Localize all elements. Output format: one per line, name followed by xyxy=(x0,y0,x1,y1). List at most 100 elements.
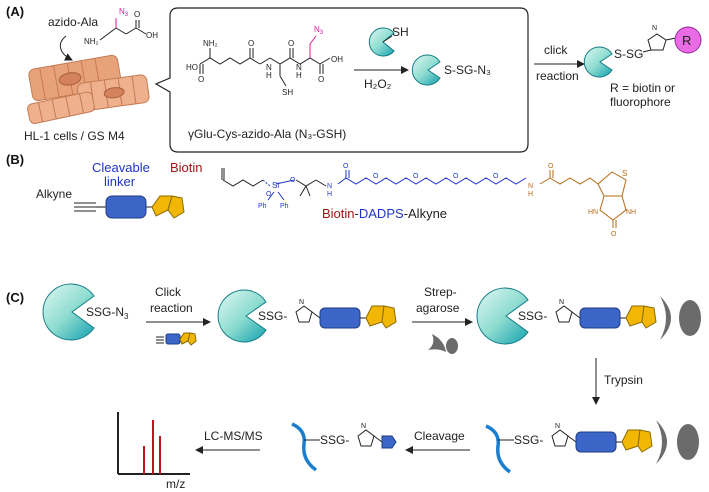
r-def-1: R = biotin or xyxy=(610,81,675,95)
ssg-label-4: SSG- xyxy=(514,433,543,447)
gsh-o1: O xyxy=(198,75,204,84)
peg-o4: O xyxy=(493,173,499,180)
triazole-n-4: N xyxy=(555,423,560,430)
strep-bead-3a xyxy=(660,296,671,340)
probe-schematic xyxy=(74,195,185,219)
probe-name: Biotin-DADPS-Alkyne xyxy=(322,206,447,221)
gsh-n3: N3 xyxy=(314,25,324,36)
panel-c-label: (C) xyxy=(6,290,24,305)
click-bottom-label: reaction xyxy=(536,69,579,83)
azido-ala-structure xyxy=(99,18,147,41)
strep-2: agarose xyxy=(416,301,460,315)
dadps-nh-n: N xyxy=(327,183,332,190)
biotin-4a xyxy=(621,429,641,451)
ssg-label-2: SSG- xyxy=(258,309,287,323)
peg-o-carbonyl: O xyxy=(343,163,349,170)
n3-gsh-structure xyxy=(199,35,331,87)
protein-ssg-n3-icon xyxy=(411,54,441,86)
triazole-n-2: N xyxy=(299,299,304,306)
gsh-h2: H xyxy=(296,71,302,80)
biotin-2b xyxy=(381,305,397,329)
strep-1: Strep- xyxy=(424,285,457,299)
biotin-nh-n: N xyxy=(528,183,533,190)
linker-remnant-icon xyxy=(381,435,397,449)
gsh-oh: OH xyxy=(331,55,343,64)
mini-probe-icon xyxy=(156,332,197,346)
azido-ala-n3: N3 xyxy=(119,7,129,18)
compound-callout-box xyxy=(154,7,529,153)
strep-bead-4a xyxy=(656,420,667,464)
triazole-2-icon xyxy=(295,305,321,323)
h2o2-label: H₂O₂ xyxy=(364,77,392,91)
ssg-n3-label: SSG-N3 xyxy=(86,305,129,321)
peptide-5-icon xyxy=(291,422,318,472)
strep-bead-icon xyxy=(428,334,458,354)
r-group-circle xyxy=(674,26,702,54)
lcms-label: LC-MS/MS xyxy=(204,429,263,443)
biotin-label: Biotin xyxy=(170,160,203,175)
peg-o1: O xyxy=(373,173,379,180)
gsh-sh: SH xyxy=(282,88,293,97)
linker-block-4 xyxy=(575,431,617,453)
click-c-2: reaction xyxy=(150,301,193,315)
azido-ala-o: O xyxy=(134,10,140,19)
gsh-n1: N xyxy=(266,63,272,72)
linker-block-2 xyxy=(319,307,361,329)
alkyne-label: Alkyne xyxy=(36,187,72,201)
linker-block-3 xyxy=(579,307,621,329)
biotin-pentagon-b xyxy=(167,195,185,219)
protein-captured-icon xyxy=(476,287,529,345)
biotin-o-urea: O xyxy=(611,231,617,238)
biotin-dadps-alkyne-structure xyxy=(221,168,627,228)
panel-a-label: (A) xyxy=(6,4,24,19)
click-top-label: click xyxy=(544,43,568,57)
biotin-2a xyxy=(365,305,385,327)
triazole-3-icon xyxy=(555,305,581,323)
dadps-si: Si xyxy=(272,181,279,190)
strep-bead-4b xyxy=(677,424,699,460)
peg-o2: O xyxy=(413,173,419,180)
cleavable-label-1: Cleavable xyxy=(92,160,150,175)
ssg-label-3: SSG- xyxy=(518,309,547,323)
cleavable-label-2: linker xyxy=(104,174,136,189)
protein-sh-icon xyxy=(368,27,395,57)
biotin-3a xyxy=(625,305,645,327)
ssg-label-5: SSG- xyxy=(320,433,349,447)
dadps-ph1: Ph xyxy=(258,203,267,210)
gsh-o2: O xyxy=(248,39,254,48)
click-c-1: Click xyxy=(155,285,182,299)
protein-clicked-icon xyxy=(217,289,267,343)
triazole-icon xyxy=(642,33,677,53)
biotin-3b xyxy=(641,305,657,329)
biotin-o-carbonyl: O xyxy=(548,163,554,170)
compound-label: γGlu-Cys-azido-Ala (N₃-GSH) xyxy=(188,127,346,141)
cleavage-label: Cleavage xyxy=(414,429,465,443)
triazole-4-icon xyxy=(551,429,577,447)
gsh-o4: O xyxy=(318,75,324,84)
strep-bead-3b xyxy=(679,300,701,336)
protein-sh-label: SH xyxy=(392,25,409,39)
mass-spectrum-icon xyxy=(117,412,190,475)
peg-o3: O xyxy=(453,173,459,180)
azido-ala-label: azido-Ala xyxy=(48,15,98,29)
biotin-s: S xyxy=(622,169,627,178)
azido-ala-oh: OH xyxy=(146,31,158,40)
protein-ssg-n3-c-icon xyxy=(42,283,95,341)
r-def-2: fluorophore xyxy=(610,95,671,109)
cells-label: HL-1 cells / GS M4 xyxy=(24,129,125,143)
gsh-ho: HO xyxy=(186,63,198,72)
trypsin-label: Trypsin xyxy=(604,373,643,387)
dadps-o2: O xyxy=(290,177,296,184)
cleavable-linker-block xyxy=(105,195,147,219)
mz-label: m/z xyxy=(166,477,185,491)
biotin-nh-h: H xyxy=(528,191,533,198)
triazole-n-3: N xyxy=(559,299,564,306)
biotin-4b xyxy=(637,429,653,453)
panel-b-label: (B) xyxy=(6,152,24,167)
peptide-4-icon xyxy=(485,424,512,474)
gsh-o3: O xyxy=(288,39,294,48)
azido-ala-nh2: NH₂ xyxy=(84,37,99,46)
dadps-o1: O xyxy=(266,191,272,198)
dadps-ph2: Ph xyxy=(280,203,289,210)
